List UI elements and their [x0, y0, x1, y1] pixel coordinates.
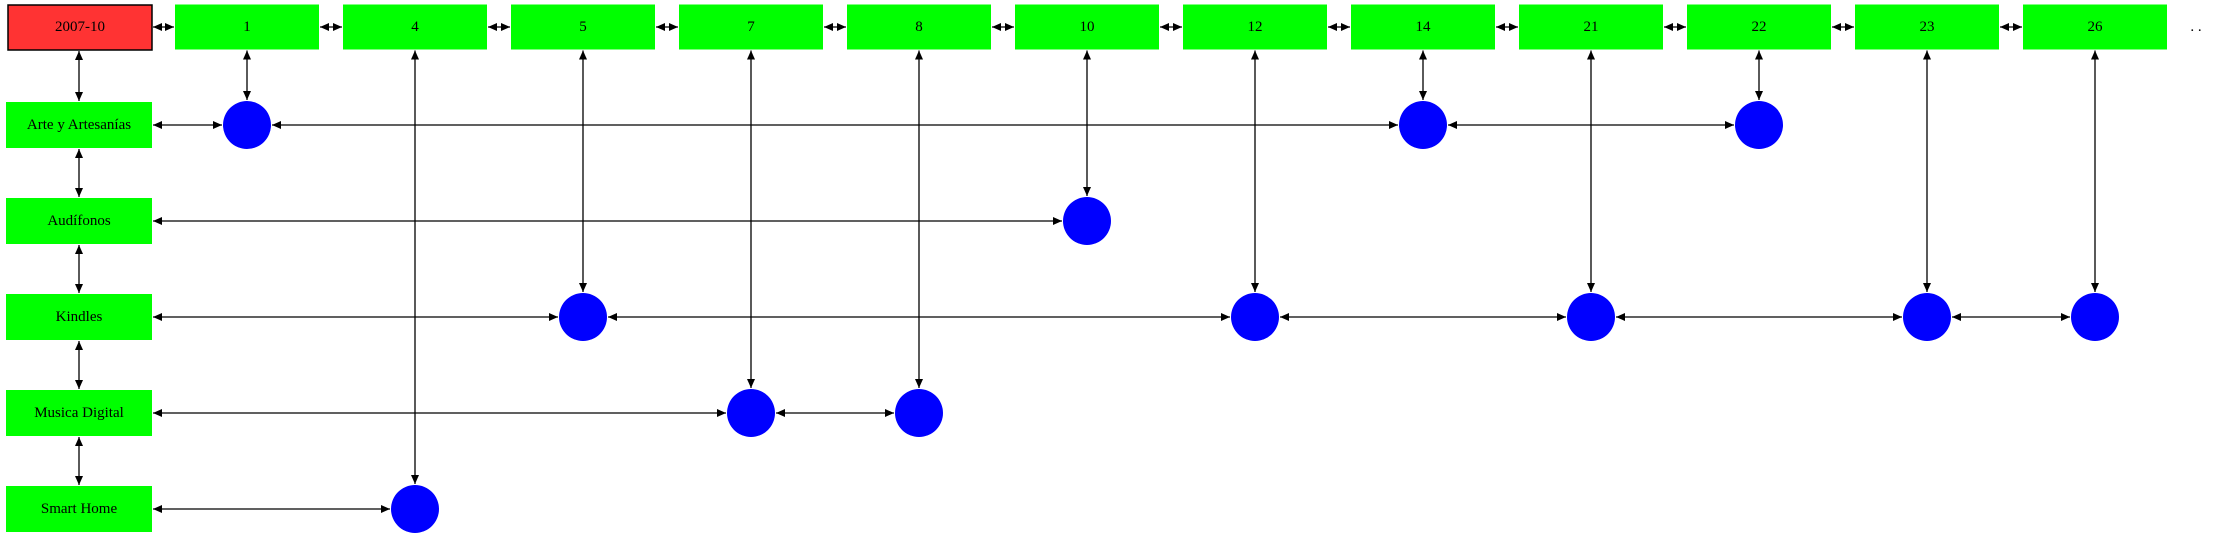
category-label-1: Audífonos — [47, 213, 110, 229]
day-box-23 — [1855, 4, 1999, 50]
day-box-21 — [1519, 4, 1663, 50]
day-label-5: 5 — [579, 19, 587, 35]
category-box-3 — [6, 390, 152, 436]
event-node-21 — [1567, 293, 1615, 341]
event-node-26 — [2071, 293, 2119, 341]
day-box-4 — [343, 4, 487, 50]
event-node-5 — [559, 293, 607, 341]
day-box-26 — [2023, 4, 2167, 50]
title-label: 2007-10 — [55, 19, 105, 35]
day-label-26: 26 — [2088, 19, 2104, 35]
category-box-4 — [6, 486, 152, 532]
event-node-1 — [223, 101, 271, 149]
day-box-14 — [1351, 4, 1495, 50]
category-box-0 — [6, 102, 152, 148]
category-label-2: Kindles — [56, 309, 103, 325]
trailing-marker: . . — [2190, 19, 2201, 35]
category-label-0: Arte y Artesanías — [27, 117, 131, 133]
category-box-2 — [6, 294, 152, 340]
day-box-1 — [175, 4, 319, 50]
event-node-23 — [1903, 293, 1951, 341]
day-label-14: 14 — [1416, 19, 1432, 35]
day-label-21: 21 — [1584, 19, 1599, 35]
day-box-7 — [679, 4, 823, 50]
day-box-12 — [1183, 4, 1327, 50]
day-box-5 — [511, 4, 655, 50]
day-label-7: 7 — [747, 19, 755, 35]
day-label-12: 12 — [1248, 19, 1263, 35]
day-box-22 — [1687, 4, 1831, 50]
day-label-4: 4 — [411, 19, 419, 35]
day-label-22: 22 — [1752, 19, 1767, 35]
day-box-10 — [1015, 4, 1159, 50]
day-box-8 — [847, 4, 991, 50]
day-label-10: 10 — [1080, 19, 1095, 35]
category-label-3: Musica Digital — [34, 405, 124, 421]
category-label-4: Smart Home — [41, 501, 118, 517]
day-label-23: 23 — [1920, 19, 1935, 35]
event-node-12 — [1231, 293, 1279, 341]
event-node-14 — [1399, 101, 1447, 149]
event-node-10 — [1063, 197, 1111, 245]
event-node-4 — [391, 485, 439, 533]
category-box-1 — [6, 198, 152, 244]
title-box — [7, 4, 153, 51]
day-label-1: 1 — [243, 19, 251, 35]
event-node-8 — [895, 389, 943, 437]
event-node-7 — [727, 389, 775, 437]
day-label-8: 8 — [915, 19, 923, 35]
event-node-22 — [1735, 101, 1783, 149]
